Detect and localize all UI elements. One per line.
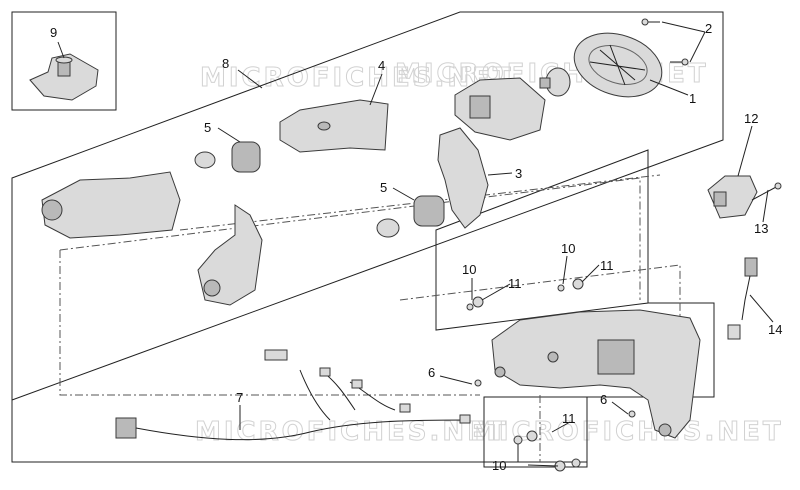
callout-10b: 10 bbox=[561, 241, 575, 256]
tail-lens-part bbox=[573, 32, 663, 98]
lens-holder-part bbox=[454, 77, 546, 141]
callout-6a: 6 bbox=[428, 365, 435, 380]
clip-nut-part bbox=[29, 53, 99, 101]
callout-10a: 10 bbox=[462, 262, 476, 277]
screw-washer-group bbox=[466, 278, 636, 472]
callout-11c: 11 bbox=[562, 411, 576, 426]
callout-9: 9 bbox=[50, 25, 57, 40]
wiring-harness-part-7 bbox=[115, 349, 471, 441]
rear-bracket-part bbox=[491, 309, 701, 439]
callout-2: 2 bbox=[705, 21, 712, 36]
cover-part-3 bbox=[437, 127, 489, 229]
bracket-part bbox=[197, 204, 263, 306]
callout-12: 12 bbox=[744, 111, 758, 126]
callout-8: 8 bbox=[222, 56, 229, 71]
callout-11b: 11 bbox=[600, 258, 614, 273]
leader-lines bbox=[57, 21, 774, 467]
callout-3: 3 bbox=[515, 166, 522, 181]
turn-signal-body-part bbox=[41, 171, 181, 239]
light-wire-part-14 bbox=[727, 257, 758, 340]
callout-5a: 5 bbox=[204, 120, 211, 135]
callout-4: 4 bbox=[378, 58, 385, 73]
callout-13: 13 bbox=[754, 221, 768, 236]
inset-frame-9 bbox=[11, 11, 117, 111]
screw-part-2 bbox=[641, 18, 689, 66]
bottom-screw-frame bbox=[483, 396, 588, 468]
callout-11a: 11 bbox=[508, 276, 522, 291]
socket-part-5a bbox=[194, 141, 261, 173]
bulb-part bbox=[539, 67, 571, 97]
callout-7: 7 bbox=[236, 390, 243, 405]
callout-10c: 10 bbox=[492, 458, 506, 473]
watermark-top: MICROFICHES.NET bbox=[200, 63, 514, 93]
socket-part-5b bbox=[376, 195, 445, 238]
housing-part-4 bbox=[279, 99, 389, 153]
callout-6b: 6 bbox=[600, 392, 607, 407]
license-light-part bbox=[707, 175, 758, 219]
callout-14: 14 bbox=[768, 322, 782, 337]
callout-1: 1 bbox=[689, 91, 696, 106]
screw-group-frame bbox=[435, 149, 649, 331]
watermark-bottom: MICROFICHES.NET bbox=[195, 417, 509, 447]
screw-part-13 bbox=[751, 182, 782, 201]
callout-5b: 5 bbox=[380, 180, 387, 195]
